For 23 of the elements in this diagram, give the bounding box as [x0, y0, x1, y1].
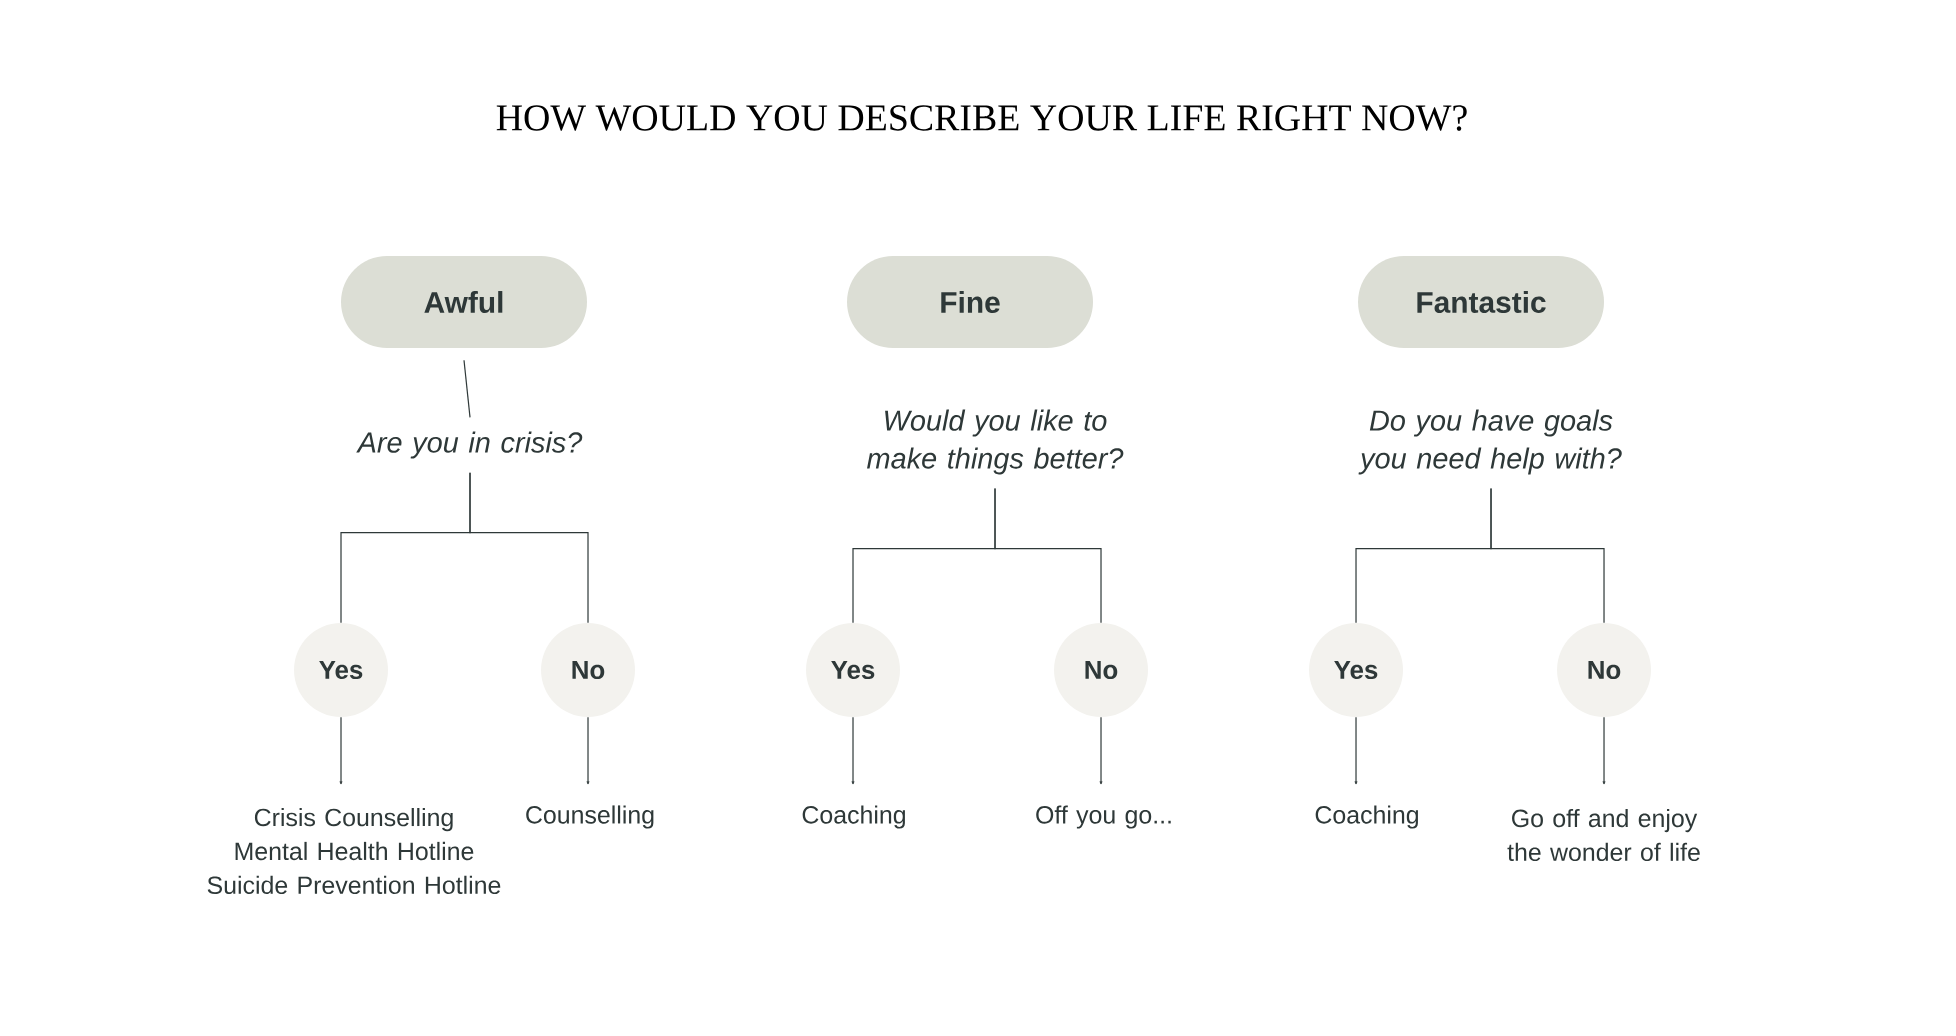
- question-text: Are you in crisis?: [356, 431, 583, 459]
- title: HOW WOULD YOU DESCRIBE YOUR LIFE RIGHT NOW?: [496, 105, 1467, 131]
- connector-line: [994, 488, 1102, 624]
- answer-pill: Fantastic: [1358, 256, 1604, 348]
- answer-pill: Awful: [341, 256, 587, 348]
- connector-line: [851, 716, 855, 785]
- outcome-text: Go off and enjoy the wonder of life: [1507, 808, 1700, 862]
- question-text: Do you have goals you need help with?: [1358, 409, 1622, 475]
- connector-line: [339, 716, 343, 785]
- outcome-text: Counselling: [526, 805, 654, 829]
- answer-pill: Fine: [847, 256, 1093, 348]
- connector-line: [1354, 716, 1358, 785]
- outcome-text: Coaching: [802, 805, 905, 829]
- outcome-text: Coaching: [1315, 805, 1418, 829]
- outcome-text: Off you go...: [1036, 805, 1171, 829]
- connector-line: [463, 359, 471, 418]
- connector-line: [1602, 716, 1606, 785]
- connector-line: [586, 716, 590, 785]
- question-text: Would you like to make things better?: [867, 409, 1124, 475]
- connector-line: [1099, 716, 1103, 785]
- outcome-text: Crisis Counselling Mental Health Hotline Suicide Prevention Hotline: [207, 808, 501, 895]
- connector-line: [469, 472, 589, 624]
- connector-line: [1490, 488, 1605, 624]
